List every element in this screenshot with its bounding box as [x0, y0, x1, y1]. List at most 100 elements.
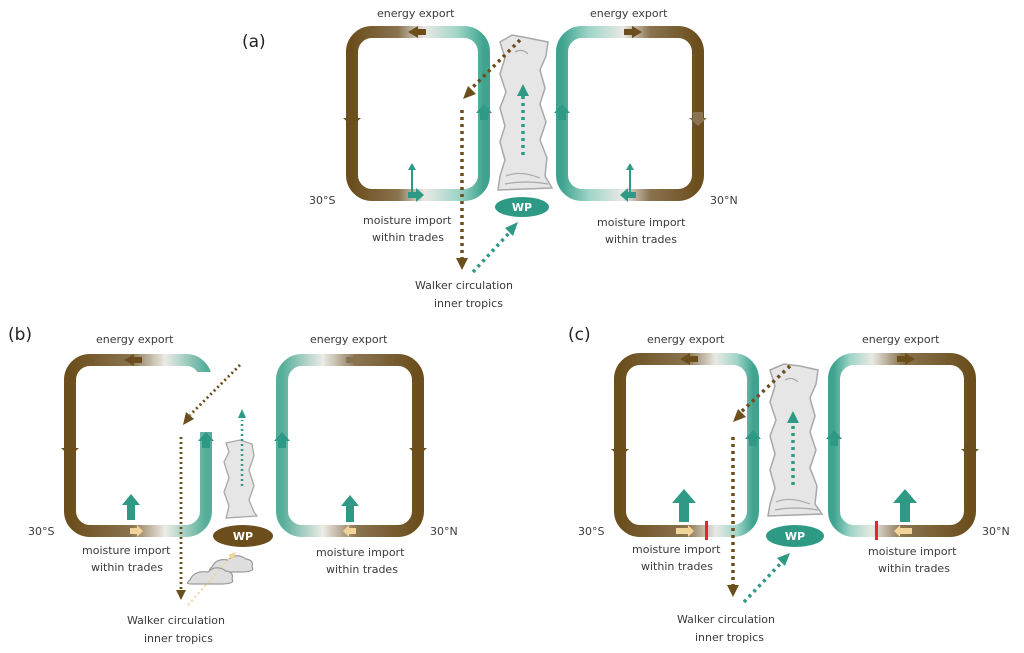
energy-export-arrow [680, 353, 698, 365]
moisture-import-arrow [408, 163, 416, 192]
hadley-cell-south: energy export 30°S moisture import withi… [578, 333, 761, 573]
latitude-label: 30°N [710, 194, 738, 207]
moisture-import-label: within trades [641, 560, 713, 573]
moisture-import-arrow [893, 489, 917, 522]
trade-wind-arrow [408, 188, 424, 202]
moisture-import-arrow [672, 489, 696, 522]
walker-descent-arrowhead [733, 409, 746, 422]
trade-barrier-marker [705, 521, 708, 540]
ascent-arrow [745, 430, 761, 446]
moisture-import-arrow [626, 163, 634, 192]
moisture-import-label: within trades [372, 231, 444, 244]
warm-pool-badge [495, 197, 549, 217]
walker-inflow-arrowhead [505, 222, 518, 236]
cell-loop [64, 354, 212, 537]
trade-wind-arrow [620, 188, 636, 202]
energy-export-label: energy export [862, 333, 940, 346]
walker-label: inner tropics [695, 631, 764, 644]
low-cloud-icon [186, 567, 234, 585]
descent-arrow [409, 442, 427, 456]
moisture-import-label: moisture import [82, 544, 171, 557]
cloud-tower-icon [497, 34, 554, 191]
ascent-arrow [198, 432, 214, 448]
walker-return-arrowhead [456, 258, 468, 270]
ascent-arrow [826, 430, 842, 446]
cloud-tower-detail [774, 377, 819, 511]
energy-export-label: energy export [96, 333, 174, 346]
warm-pool-badge [213, 525, 273, 547]
hadley-cell-north: energy export 30°N moisture import withi… [274, 333, 458, 576]
cell-loop-gap [195, 372, 217, 432]
descent-arrow [611, 443, 629, 457]
energy-export-label: energy export [647, 333, 725, 346]
warm-pool-label: WP [512, 201, 532, 214]
trade-wind-arrow [130, 525, 143, 537]
convection-arrowhead [517, 84, 529, 96]
ascent-arrow [274, 432, 290, 448]
moisture-import-label: moisture import [868, 545, 957, 558]
moisture-import-label: moisture import [316, 546, 405, 559]
moisture-import-label: moisture import [597, 216, 686, 229]
cell-loop [346, 26, 490, 201]
latitude-label: 30°S [578, 525, 604, 538]
energy-export-arrow [408, 26, 426, 38]
walker-descent-diagonal [189, 364, 241, 416]
walker-label: Walker circulation [415, 279, 513, 292]
walker-return-arrowhead [727, 585, 739, 597]
walker-label: Walker circulation [677, 613, 775, 626]
hadley-cell-south: energy export 30°S moisture import withi… [28, 333, 217, 574]
warm-pool-label: WP [233, 530, 253, 543]
trade-barrier-marker [875, 521, 878, 540]
descent-arrow [343, 112, 361, 126]
moisture-import-label: moisture import [632, 543, 721, 556]
latitude-label: 30°N [982, 525, 1010, 538]
hadley-cell-north: energy export 30°N moisture import withi… [826, 333, 1010, 575]
energy-export-label: energy export [377, 7, 455, 20]
ascent-arrow [476, 104, 492, 120]
convection-arrowhead [787, 411, 799, 423]
latitude-label: 30°S [28, 525, 54, 538]
energy-export-label: energy export [590, 7, 668, 20]
walker-label: Walker circulation [127, 614, 225, 627]
walker-descent-arrowhead [183, 412, 194, 425]
warm-pool-badge [766, 525, 824, 547]
descent-arrow [961, 443, 979, 457]
walker-descent-diagonal [468, 38, 522, 92]
panel-c: (c) energy export 30°S moisture import w… [568, 325, 1010, 644]
walker-descent-arrowhead [463, 86, 476, 99]
descent-arrow [689, 112, 707, 126]
moisture-import-label: within trades [878, 562, 950, 575]
panel-label: (a) [242, 32, 266, 52]
panel-label: (b) [8, 325, 32, 345]
cloud-tower-detail [504, 49, 549, 185]
warm-pool-label: WP [785, 530, 805, 543]
low-level-dotted-arrow [187, 557, 231, 606]
low-level-arrowhead [228, 552, 236, 560]
walker-label: inner tropics [434, 297, 503, 310]
panel-b: (b) energy export 30°S moisture import w… [8, 325, 458, 645]
walker-inflow-arrowhead [777, 553, 790, 566]
energy-export-arrow [624, 26, 642, 38]
trade-wind-arrow [894, 525, 912, 537]
energy-export-arrow [897, 353, 915, 365]
energy-export-arrow [346, 354, 364, 366]
trade-wind-arrow [343, 525, 356, 537]
panel-label: (c) [568, 325, 591, 345]
energy-export-arrow [124, 354, 142, 366]
latitude-label: 30°N [430, 525, 458, 538]
walker-descent-diagonal [738, 364, 792, 415]
hadley-cell-south: energy export 30°S moisture import withi… [309, 7, 492, 244]
cloud-tower-icon [767, 363, 824, 517]
moisture-import-label: within trades [91, 561, 163, 574]
walker-label: inner tropics [144, 632, 213, 645]
trade-wind-arrow [676, 525, 694, 537]
moisture-import-arrow [341, 495, 359, 522]
moisture-import-arrow [122, 494, 140, 520]
cloud-tower-icon [223, 439, 259, 519]
hadley-cell-north: energy export 30°N moisture import withi… [554, 7, 738, 246]
moisture-import-label: within trades [326, 563, 398, 576]
moisture-import-label: within trades [605, 233, 677, 246]
walker-inflow-diagonal [742, 560, 784, 604]
convection-arrowhead [238, 409, 246, 418]
